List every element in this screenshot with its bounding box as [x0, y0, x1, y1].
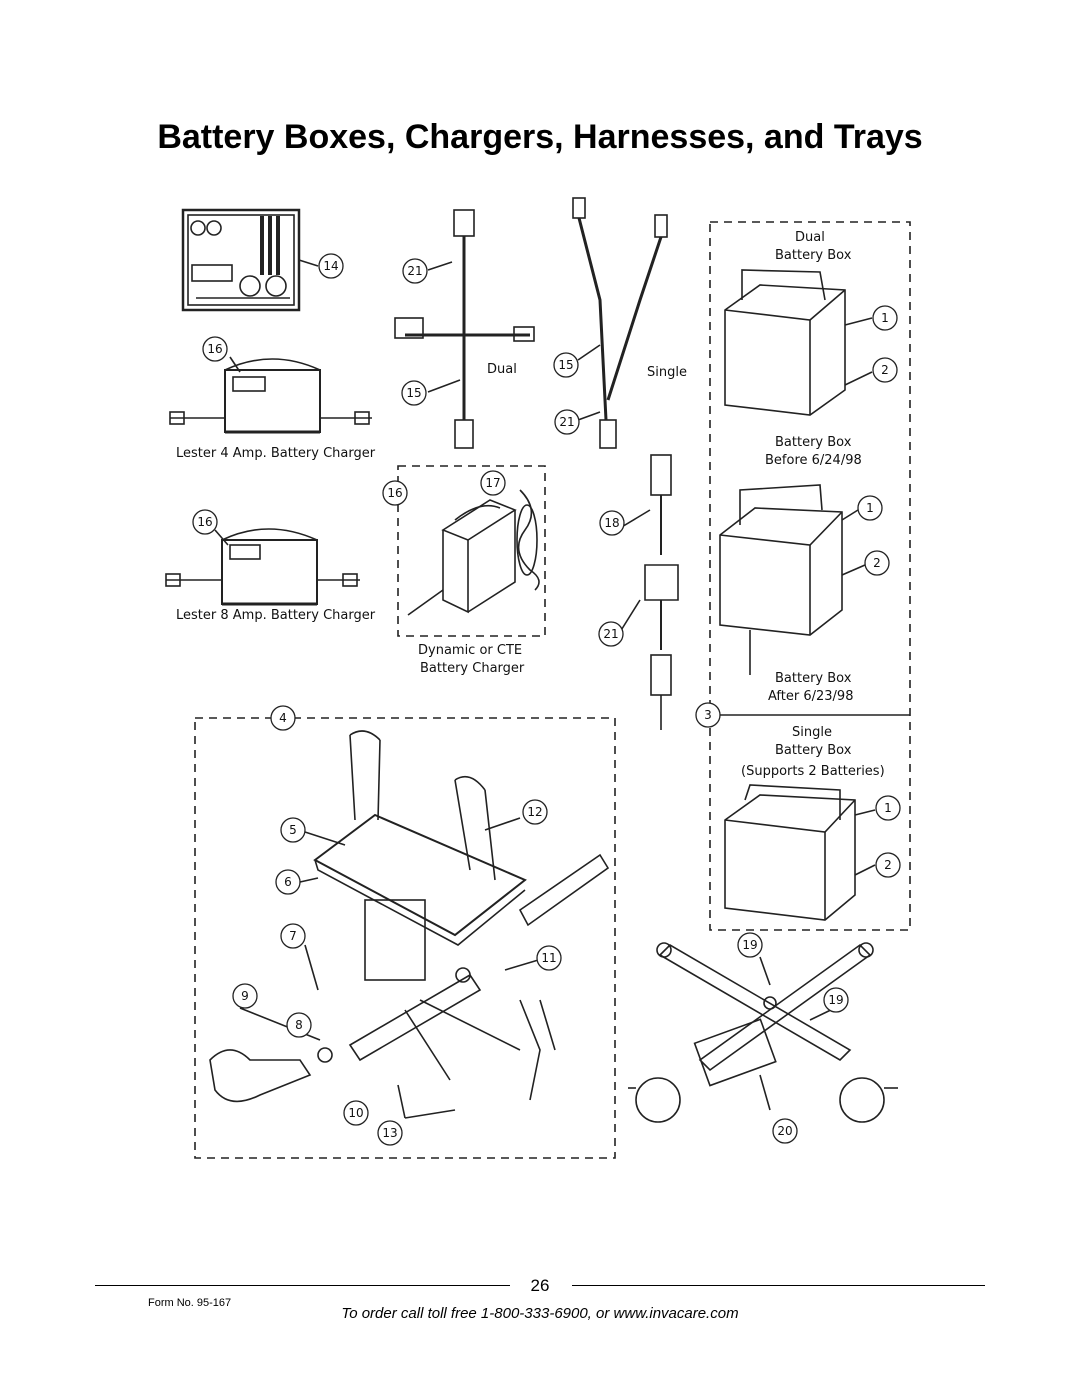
base-frame-illustration [628, 942, 898, 1123]
lester-4amp-charger-illustration [169, 358, 372, 434]
callout-6: 6 [284, 875, 292, 889]
single-harness-illustration [572, 197, 668, 449]
callout-19: 19 [742, 938, 757, 952]
page-number: 26 [530, 1276, 550, 1295]
dual-box-caption-line1: Dual [795, 230, 825, 245]
callout-16: 16 [207, 342, 222, 356]
callout-11: 11 [541, 951, 556, 965]
callout-21: 21 [407, 264, 422, 278]
dynamic-caption-line1: Dynamic or CTE [418, 643, 522, 658]
callout-labels: 14 16 16 16 17 21 15 15 21 18 21 1 2 1 2… [197, 259, 891, 1140]
callout-16: 16 [197, 515, 212, 529]
callout-10: 10 [348, 1106, 363, 1120]
single-box-caption-line2: Battery Box [775, 743, 852, 758]
lester-4amp-caption: Lester 4 Amp. Battery Charger [176, 446, 376, 461]
battery-box-before-illustration [719, 484, 843, 675]
callout-18: 18 [604, 516, 619, 530]
lester-8amp-charger-illustration [165, 528, 360, 606]
footer-rule-left [95, 1285, 510, 1286]
single-battery-box-illustration [724, 784, 856, 921]
before-caption-line1: Battery Box [775, 435, 852, 450]
callout-2: 2 [873, 556, 881, 570]
page-title: Battery Boxes, Chargers, Harnesses, and … [157, 118, 923, 156]
callout-16: 16 [387, 486, 402, 500]
single-box-caption-line3: (Supports 2 Batteries) [741, 764, 885, 779]
callout-4: 4 [279, 711, 287, 725]
callout-21: 21 [559, 415, 574, 429]
callout-numbers [192, 253, 901, 1146]
callout-21: 21 [603, 627, 618, 641]
before-caption-line2: Before 6/24/98 [765, 453, 862, 468]
callout-7: 7 [289, 929, 297, 943]
callout-12: 12 [527, 805, 542, 819]
callout-1: 1 [884, 801, 892, 815]
callout-20: 20 [777, 1124, 792, 1138]
dual-box-caption-line2: Battery Box [775, 248, 852, 263]
figure-captions: Dual Single Lester 4 Amp. Battery Charge… [176, 230, 885, 779]
lester-8amp-caption: Lester 8 Amp. Battery Charger [176, 608, 376, 623]
callout-15: 15 [406, 386, 421, 400]
footer-rule-right [572, 1285, 985, 1286]
dual-harness-caption: Dual [487, 362, 517, 377]
single-harness-caption: Single [647, 365, 687, 380]
hardware-kit-illustration [181, 208, 301, 312]
battery-tray-illustration [209, 730, 610, 1103]
order-info: To order call toll free 1-800-333-6900, … [341, 1305, 739, 1322]
callout-13: 13 [382, 1126, 397, 1140]
callout-2: 2 [884, 858, 892, 872]
callout-5: 5 [289, 823, 297, 837]
callout-19: 19 [828, 993, 843, 1007]
callout-1: 1 [866, 501, 874, 515]
dual-harness-illustration [394, 209, 535, 449]
single-box-caption-line1: Single [792, 725, 832, 740]
after-caption-line2: After 6/23/98 [768, 689, 853, 704]
callout-15: 15 [558, 358, 573, 372]
after-caption-line1: Battery Box [775, 671, 852, 686]
callout-14: 14 [323, 259, 338, 273]
callout-17: 17 [485, 476, 500, 490]
dynamic-charger-illustration [407, 489, 540, 616]
dual-battery-box-illustration [724, 269, 846, 416]
callout-9: 9 [241, 989, 249, 1003]
callout-2: 2 [881, 363, 889, 377]
form-number: Form No. 95-167 [148, 1297, 232, 1309]
callout-1: 1 [881, 311, 889, 325]
callout-3: 3 [704, 708, 712, 722]
callout-8: 8 [295, 1018, 303, 1032]
connector-cable-illustration [644, 454, 679, 730]
dynamic-caption-line2: Battery Charger [420, 661, 525, 676]
